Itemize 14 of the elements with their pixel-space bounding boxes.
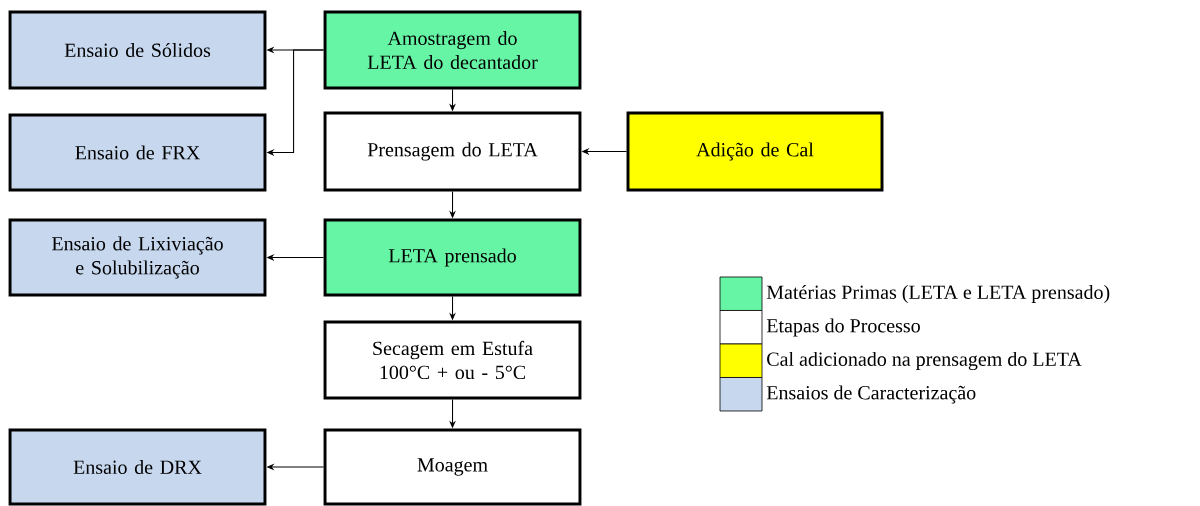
process-box: Ensaio de Lixiviação e Solubilização xyxy=(8,218,267,297)
legend-entry: Etapas do Processo xyxy=(719,310,920,345)
legend-entry: Cal adicionado na prensagem do LETA xyxy=(719,343,1082,378)
process-box: Ensaio de Sólidos xyxy=(8,10,267,90)
process-box: Secagem em Estufa 100°C + ou - 5°C xyxy=(323,320,582,400)
process-box: Amostragem do LETA do decantador xyxy=(323,10,582,90)
legend-entry: Ensaios de Caracterização xyxy=(719,377,976,412)
process-box: LETA prensado xyxy=(323,218,582,297)
process-box: Prensagem do LETA xyxy=(323,111,582,192)
process-box: Moagem xyxy=(323,428,582,506)
legend-entry: Matérias Primas (LETA e LETA prensado) xyxy=(719,276,1110,311)
process-box: Ensaio de DRX xyxy=(8,428,267,506)
process-box: Ensaio de FRX xyxy=(8,113,267,192)
process-box: Adição de Cal xyxy=(626,111,884,192)
